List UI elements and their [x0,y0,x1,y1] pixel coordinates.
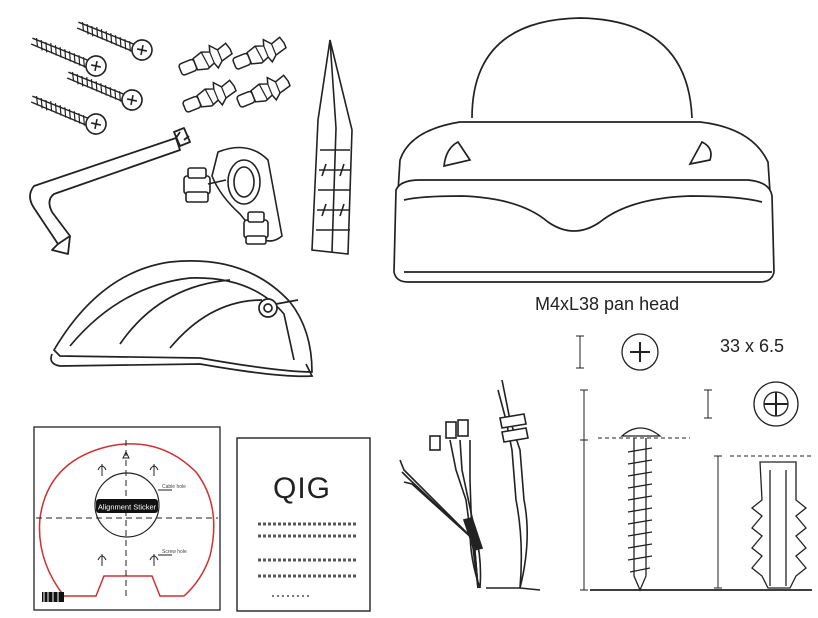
tilt-wedge-icon [311,39,353,255]
wood-screw-icon [26,36,110,79]
wood-screws [26,20,156,137]
sticker-screw-hole-label: Screw hole [162,549,187,555]
sticker-cable-hole-label: Cable hole [162,484,186,490]
anchor-dimension-drawing [590,381,812,591]
wood-screw-icon [26,94,110,137]
alignment-sticker-icon: Alignment Sticker Cable hole Screw hole [33,426,221,611]
sticker-title: Alignment Sticker [98,503,157,512]
wall-anchors [175,32,294,120]
sun-shield-cover-icon [50,260,314,378]
pigtail-cable-icon [399,379,541,591]
quick-install-guide-icon [236,437,371,612]
anchor-spec-label: 33 x 6.5 [720,336,785,356]
screw-spec-label: M4xL38 pan head [535,294,680,314]
plastic-wall-anchor-icon [179,75,240,120]
plastic-wall-anchor-icon [233,70,294,115]
dome-camera-icon [393,17,775,283]
plastic-wall-anchor-icon [175,38,236,83]
qig-title: QIG [273,472,332,505]
waterproof-cable-bracket-icon [183,146,283,245]
plastic-wall-anchor-icon [229,32,290,77]
wood-screw-icon [62,70,146,113]
torx-l-key-icon [29,127,191,255]
wood-screw-icon [72,20,156,63]
screw-dimension-drawing [576,333,690,592]
